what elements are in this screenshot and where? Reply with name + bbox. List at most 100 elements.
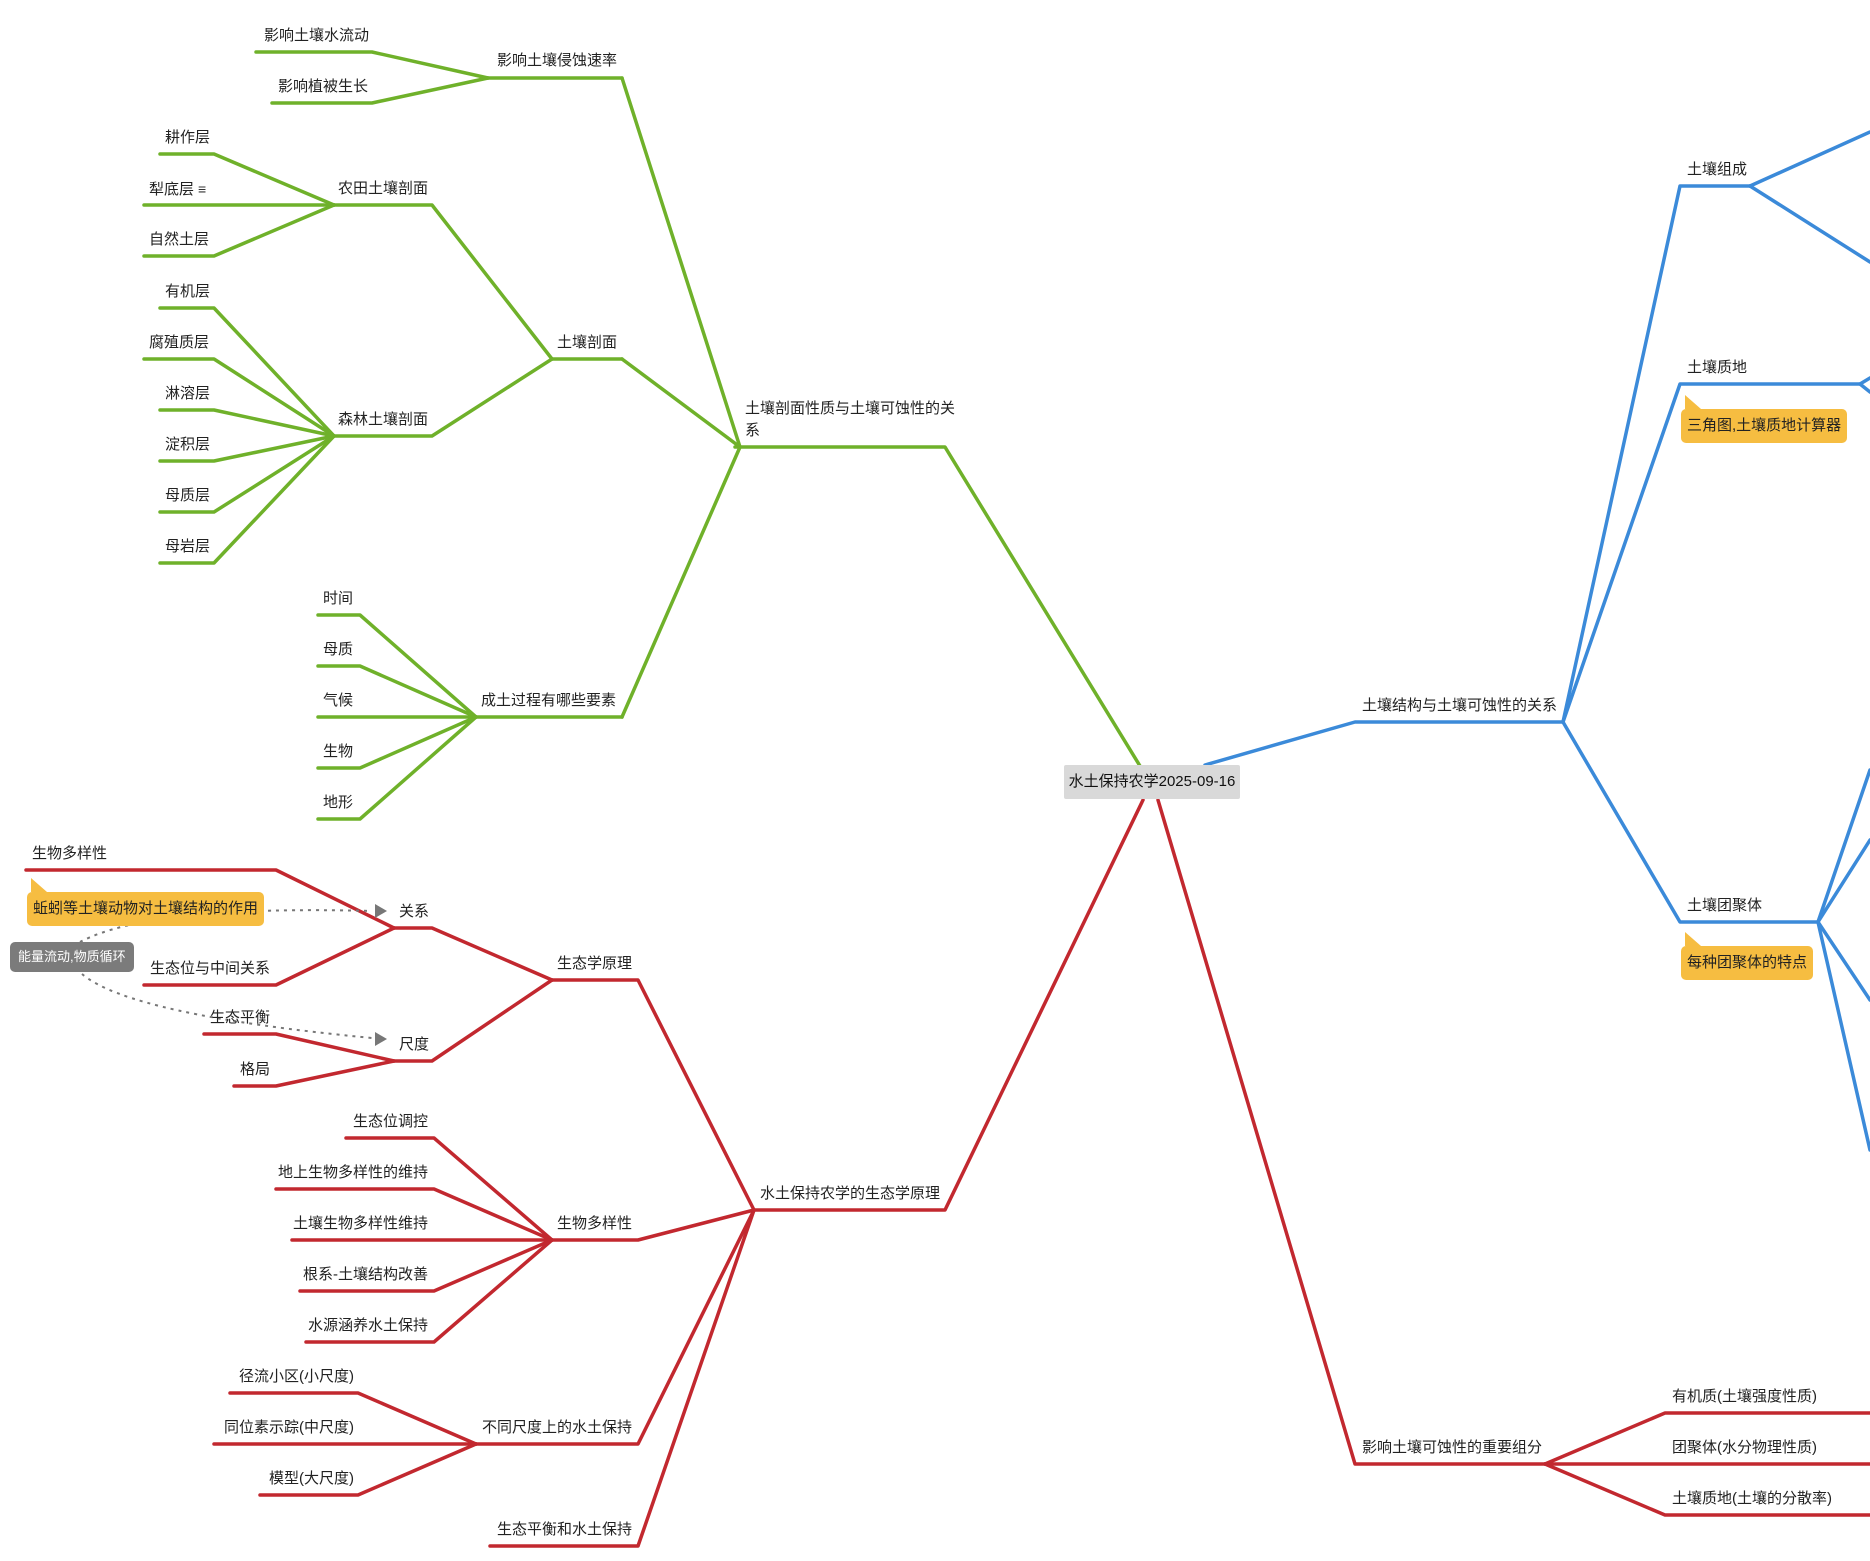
leaf-bedrock-layer[interactable]: 母岩层 (165, 538, 211, 555)
leaf-water-flow[interactable]: 影响土壤水流动 (264, 27, 370, 44)
topic-forest-profile[interactable]: 森林土壤剖面 (338, 411, 429, 428)
topic-ecology-principles[interactable]: 水土保持农学的生态学原理 (760, 1185, 941, 1202)
line-leaf-biodiversity-3 (298, 1238, 554, 1293)
note-earthworm[interactable]: 蚯蚓等土壤动物对土壤结构的作用 (27, 878, 265, 926)
topic-scale[interactable]: 尺度 (399, 1036, 430, 1053)
leaf-organisms[interactable]: 生物 (323, 743, 354, 760)
relation-lines (79, 909, 373, 1039)
leaf-runoff-plot[interactable]: 径流小区(小尺度) (239, 1368, 354, 1385)
line-leaf-formation-1 (316, 664, 478, 719)
note-aggregate-features[interactable]: 每种团聚体的特点 (1681, 932, 1814, 980)
dashed-to-relation (79, 909, 373, 943)
root-topic[interactable]: 水土保持农学2025-09-16 (1064, 765, 1240, 799)
line-leaf-formation-4 (316, 715, 478, 821)
leaf-topography[interactable]: 地形 (323, 794, 354, 811)
leaf-niche-regulation[interactable]: 生态位调控 (352, 1113, 428, 1130)
topic-soil-composition[interactable]: 土壤组成 (1687, 161, 1748, 178)
leaf-eco-balance[interactable]: 生态平衡 (210, 1009, 271, 1026)
topic-soil-aggregate[interactable]: 土壤团聚体 (1687, 897, 1763, 914)
line-eco-principle (550, 978, 756, 1212)
leaf-aggregate-hydro[interactable]: 团聚体(水分物理性质) (1672, 1439, 1817, 1456)
leaf-eluvial-layer[interactable]: 淋溶层 (165, 385, 211, 402)
line-aggregate-out-2 (1816, 838, 1870, 924)
line-leaf-water-flow (254, 50, 490, 80)
topic-eco-principle[interactable]: 生态学原理 (557, 955, 633, 972)
topic-relation[interactable]: 关系 (399, 903, 430, 920)
line-leaf-plough (158, 152, 336, 207)
line-aggregate-out-3 (1816, 920, 1870, 1002)
line-principle-relation (392, 926, 554, 982)
topic-erosion-rate[interactable]: 影响土壤侵蚀速率 (497, 52, 618, 69)
line-leaf-balance (202, 1032, 396, 1063)
topic-soil-formation-factors[interactable]: 成土过程有哪些要素 (481, 692, 617, 709)
leaf-water-conservation[interactable]: 水源涵养水土保持 (307, 1317, 428, 1334)
line-green-formation (620, 445, 742, 719)
topic-soil-profile[interactable]: 土壤剖面 (557, 334, 618, 351)
leaf-natural-layer[interactable]: 自然土层 (149, 231, 210, 248)
line-composition-out-1 (1748, 130, 1870, 188)
topic-biodiversity[interactable]: 生物多样性 (557, 1215, 633, 1232)
leaf-niche-relation[interactable]: 生态位与中间关系 (150, 960, 271, 977)
line-texture-out (1858, 382, 1870, 394)
leaf-biodiversity-relation[interactable]: 生物多样性 (32, 845, 108, 862)
line-leaf-formation-0 (316, 613, 478, 719)
dashed-to-scale (81, 973, 373, 1039)
topic-soil-structure-erodibility[interactable]: 土壤结构与土壤可蚀性的关系 (1362, 697, 1558, 714)
arrow-to-scale (375, 1032, 387, 1046)
topic-soil-profile-erodibility[interactable]: 土壤剖面性质与土壤可蚀性的关系 (745, 400, 956, 439)
notes-icon[interactable]: ≡ (198, 181, 207, 197)
line-eco-balance (488, 1208, 756, 1548)
leaf-vegetation[interactable]: 影响植被生长 (278, 78, 369, 95)
line-eco-biodiversity (550, 1208, 756, 1242)
line-profile-farmland (332, 203, 554, 361)
line-leaf-biodiversity-1 (274, 1187, 554, 1242)
leaf-parent-material-layer[interactable]: 母质层 (165, 487, 211, 504)
topic-soil-texture[interactable]: 土壤质地 (1687, 359, 1748, 376)
leaf-climate[interactable]: 气候 (323, 692, 354, 709)
line-leaf-pattern (232, 1059, 396, 1088)
line-leaf-formation-3 (316, 715, 478, 770)
line-leaf-erodibility-2 (1543, 1462, 1870, 1517)
leaf-time[interactable]: 时间 (323, 590, 354, 607)
line-principle-scale (392, 978, 554, 1063)
leaf-isotope-tracing[interactable]: 同位素示踪(中尺度) (224, 1419, 354, 1436)
leaf-soil-biodiversity[interactable]: 土壤生物多样性维持 (292, 1215, 428, 1232)
leaf-aboveground-biodiversity[interactable]: 地上生物多样性的维持 (277, 1164, 428, 1181)
line-blue-composition (1561, 184, 1752, 724)
topic-balance-conservation[interactable]: 生态平衡和水土保持 (497, 1521, 633, 1538)
line-leaf-natural (142, 203, 336, 258)
line-leaf-forest-3 (158, 434, 336, 463)
line-leaf-vegetation (270, 76, 490, 105)
floating-topic-energy-flow[interactable]: 能量流动,物质循环 (10, 942, 134, 972)
line-root-erodibility (1156, 798, 1547, 1466)
leaf-organic-layer[interactable]: 有机层 (165, 283, 211, 300)
note-texture-triangle[interactable]: 三角图,土壤质地计算器 (1681, 395, 1848, 443)
line-leaf-scales-2 (258, 1442, 478, 1497)
leaf-plough-layer[interactable]: 耕作层 (165, 129, 211, 146)
leaf-parent-material[interactable]: 母质 (323, 641, 354, 658)
leaf-illuvial-layer[interactable]: 淀积层 (165, 436, 211, 453)
leaf-plough-pan[interactable]: 犁底层≡ (149, 181, 207, 198)
leaf-humus-layer[interactable]: 腐殖质层 (149, 334, 210, 351)
line-leaf-biodiv-relation (24, 868, 396, 930)
arrow-to-relation (375, 904, 387, 918)
line-blue-texture (1561, 376, 1870, 724)
line-leaf-biodiversity-4 (304, 1238, 554, 1344)
leaf-model[interactable]: 模型(大尺度) (269, 1470, 354, 1487)
line-leaf-forest-5 (158, 434, 336, 565)
leaf-root-soil-structure[interactable]: 根系-土壤结构改善 (303, 1266, 428, 1283)
topic-erodibility-components[interactable]: 影响土壤可蚀性的重要组分 (1362, 1439, 1543, 1456)
line-aggregate-out-1 (1816, 768, 1870, 924)
line-green-profile (620, 357, 742, 449)
line-leaf-scales-0 (228, 1391, 478, 1446)
topic-farmland-profile[interactable]: 农田土壤剖面 (338, 180, 429, 197)
line-leaf-forest-1 (142, 357, 336, 438)
leaf-pattern[interactable]: 格局 (240, 1061, 271, 1078)
line-blue-aggregate (1561, 720, 1820, 924)
line-leaf-forest-4 (158, 434, 336, 514)
leaf-texture-dispersion[interactable]: 土壤质地(土壤的分散率) (1672, 1490, 1832, 1507)
topic-multi-scale-conservation[interactable]: 不同尺度上的水土保持 (482, 1419, 633, 1436)
leaf-organic-matter[interactable]: 有机质(土壤强度性质) (1672, 1388, 1817, 1405)
line-leaf-erodibility-0 (1543, 1411, 1870, 1466)
